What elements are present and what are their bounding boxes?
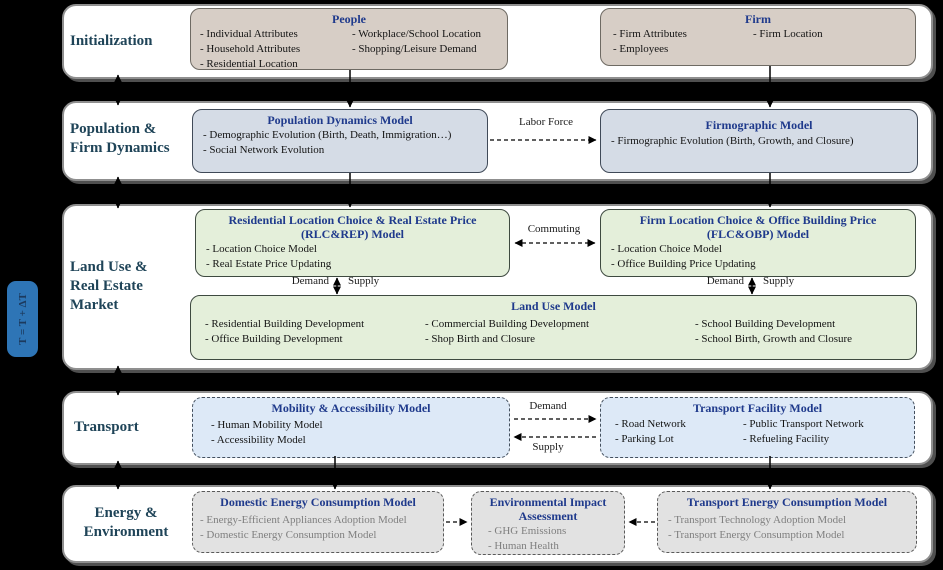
flc-obp-title-line2: (FLC&OBP) Model <box>706 227 810 241</box>
people-col2: - Workplace/School Location - Shopping/L… <box>352 27 481 72</box>
labor-force-label: Labor Force <box>518 116 574 128</box>
list-item: - Household Attributes <box>200 43 301 55</box>
list-item: - Individual Attributes <box>200 28 298 40</box>
people-col1: - Individual Attributes - Household Attr… <box>200 27 352 72</box>
transport-energy-model-box: Transport Energy Consumption Model - Tra… <box>657 491 917 553</box>
list-item: - Shopping/Leisure Demand <box>352 43 477 55</box>
list-item: - Demographic Evolution (Birth, Death, I… <box>203 129 452 141</box>
commuting-label: Commuting <box>527 223 581 235</box>
list-item: - Domestic Energy Consumption Model <box>200 529 377 541</box>
firmographic-model-box: Firmographic Model - Firmographic Evolut… <box>600 109 918 173</box>
domestic-energy-title: Domestic Energy Consumption Model <box>220 495 416 509</box>
list-item: - Social Network Evolution <box>203 144 325 156</box>
people-title: People <box>332 12 366 26</box>
list-item: - Residential Building Development <box>205 318 365 330</box>
mobility-accessibility-model-box: Mobility & Accessibility Model - Human M… <box>192 397 510 458</box>
transport-demand-label: Demand <box>529 400 567 412</box>
list-item: - Energy-Efficient Appliances Adoption M… <box>200 514 407 526</box>
list-item: - Location Choice Model <box>611 243 722 255</box>
transport-facility-col2: - Public Transport Network - Refueling F… <box>743 417 864 447</box>
list-item: - Transport Technology Adoption Model <box>668 514 847 526</box>
list-item: - Office Building Development <box>205 333 343 345</box>
environmental-impact-items: - GHG Emissions - Human Health <box>472 523 624 554</box>
list-item: - Road Network <box>615 418 686 430</box>
firmographic-items: - Firmographic Evolution (Birth, Growth,… <box>601 132 917 149</box>
firm-title: Firm <box>745 12 771 26</box>
land-use-col2: - Commercial Building Development - Shop… <box>425 317 665 347</box>
label-initialization: Initialization <box>70 33 153 49</box>
land-use-model-title: Land Use Model <box>511 299 596 313</box>
label-energy-environment: Energy & Environment <box>83 505 169 540</box>
list-item: - School Birth, Growth and Closure <box>695 333 853 345</box>
list-item: - Human Mobility Model <box>211 419 323 431</box>
transport-facility-model-box: Transport Facility Model - Road Network … <box>600 397 915 458</box>
label-land-use: Land Use & Real Estate Market <box>70 259 148 313</box>
land-use-col1: - Residential Building Development - Off… <box>205 317 425 347</box>
domestic-energy-items: - Energy-Efficient Appliances Adoption M… <box>193 509 443 543</box>
population-dynamics-items: - Demographic Evolution (Birth, Death, I… <box>193 127 487 158</box>
rlc-rep-title-line2: (RLC&REP) Model <box>301 227 404 241</box>
list-item: - Employees <box>613 43 669 55</box>
list-item: - Public Transport Network <box>743 418 864 430</box>
environmental-impact-title-line2: Assessment <box>518 509 578 523</box>
environmental-impact-box: Environmental Impact Assessment - GHG Em… <box>471 491 625 555</box>
list-item: - Firm Attributes <box>613 28 687 40</box>
supply-label-right: Supply <box>763 275 795 287</box>
people-box: People - Individual Attributes - Househo… <box>190 8 508 70</box>
time-loop-box: T = T + ΔT <box>7 281 38 357</box>
land-use-model-box: Land Use Model - Residential Building De… <box>190 295 917 360</box>
list-item: - Location Choice Model <box>206 243 317 255</box>
population-dynamics-model-box: Population Dynamics Model - Demographic … <box>192 109 488 173</box>
list-item: - Firmographic Evolution (Birth, Growth,… <box>611 135 854 147</box>
transport-facility-title: Transport Facility Model <box>692 401 823 415</box>
flc-obp-items: - Location Choice Model - Office Buildin… <box>601 241 915 272</box>
transport-supply-label: Supply <box>532 441 564 453</box>
list-item: - Human Health <box>488 540 559 552</box>
label-population-firm-dynamics: Population & Firm Dynamics <box>70 121 170 156</box>
rlc-rep-model-box: Residential Location Choice & Real Estat… <box>195 209 510 277</box>
firm-col1: - Firm Attributes - Employees <box>613 27 753 57</box>
firmographic-title: Firmographic Model <box>705 118 813 132</box>
land-use-col3: - School Building Development - School B… <box>665 317 852 347</box>
list-item: - Office Building Price Updating <box>611 258 756 270</box>
list-item: - Transport Energy Consumption Model <box>668 529 845 541</box>
mobility-accessibility-title: Mobility & Accessibility Model <box>271 401 431 415</box>
transport-energy-items: - Transport Technology Adoption Model - … <box>658 509 916 543</box>
rlc-rep-items: - Location Choice Model - Real Estate Pr… <box>196 241 509 272</box>
population-dynamics-title: Population Dynamics Model <box>267 113 413 127</box>
list-item: - Commercial Building Development <box>425 318 590 330</box>
list-item: - Parking Lot <box>615 433 674 445</box>
list-item: - GHG Emissions <box>488 525 567 537</box>
label-transport: Transport <box>74 419 139 435</box>
rlc-rep-title-line1: Residential Location Choice & Real Estat… <box>228 213 477 227</box>
transport-facility-col1: - Road Network - Parking Lot <box>615 417 743 447</box>
list-item: - Workplace/School Location <box>352 28 482 40</box>
firm-box: Firm - Firm Attributes - Employees - Fir… <box>600 8 916 66</box>
list-item: - School Building Development <box>695 318 836 330</box>
transport-energy-title: Transport Energy Consumption Model <box>686 495 888 509</box>
demand-label-left: Demand <box>291 275 329 287</box>
flc-obp-title-line1: Firm Location Choice & Office Building P… <box>639 213 877 227</box>
list-item: - Residential Location <box>200 58 298 70</box>
environmental-impact-title-line1: Environmental Impact <box>489 495 607 509</box>
flc-obp-model-box: Firm Location Choice & Office Building P… <box>600 209 916 277</box>
list-item: - Real Estate Price Updating <box>206 258 332 270</box>
mobility-accessibility-items: - Human Mobility Model - Accessibility M… <box>193 415 509 448</box>
list-item: - Refueling Facility <box>743 433 830 445</box>
list-item: - Firm Location <box>753 28 823 40</box>
domestic-energy-model-box: Domestic Energy Consumption Model - Ener… <box>192 491 444 553</box>
list-item: - Shop Birth and Closure <box>425 333 535 345</box>
supply-label-left: Supply <box>348 275 380 287</box>
demand-label-right: Demand <box>706 275 744 287</box>
list-item: - Accessibility Model <box>211 434 306 446</box>
firm-col2: - Firm Location <box>753 27 823 57</box>
